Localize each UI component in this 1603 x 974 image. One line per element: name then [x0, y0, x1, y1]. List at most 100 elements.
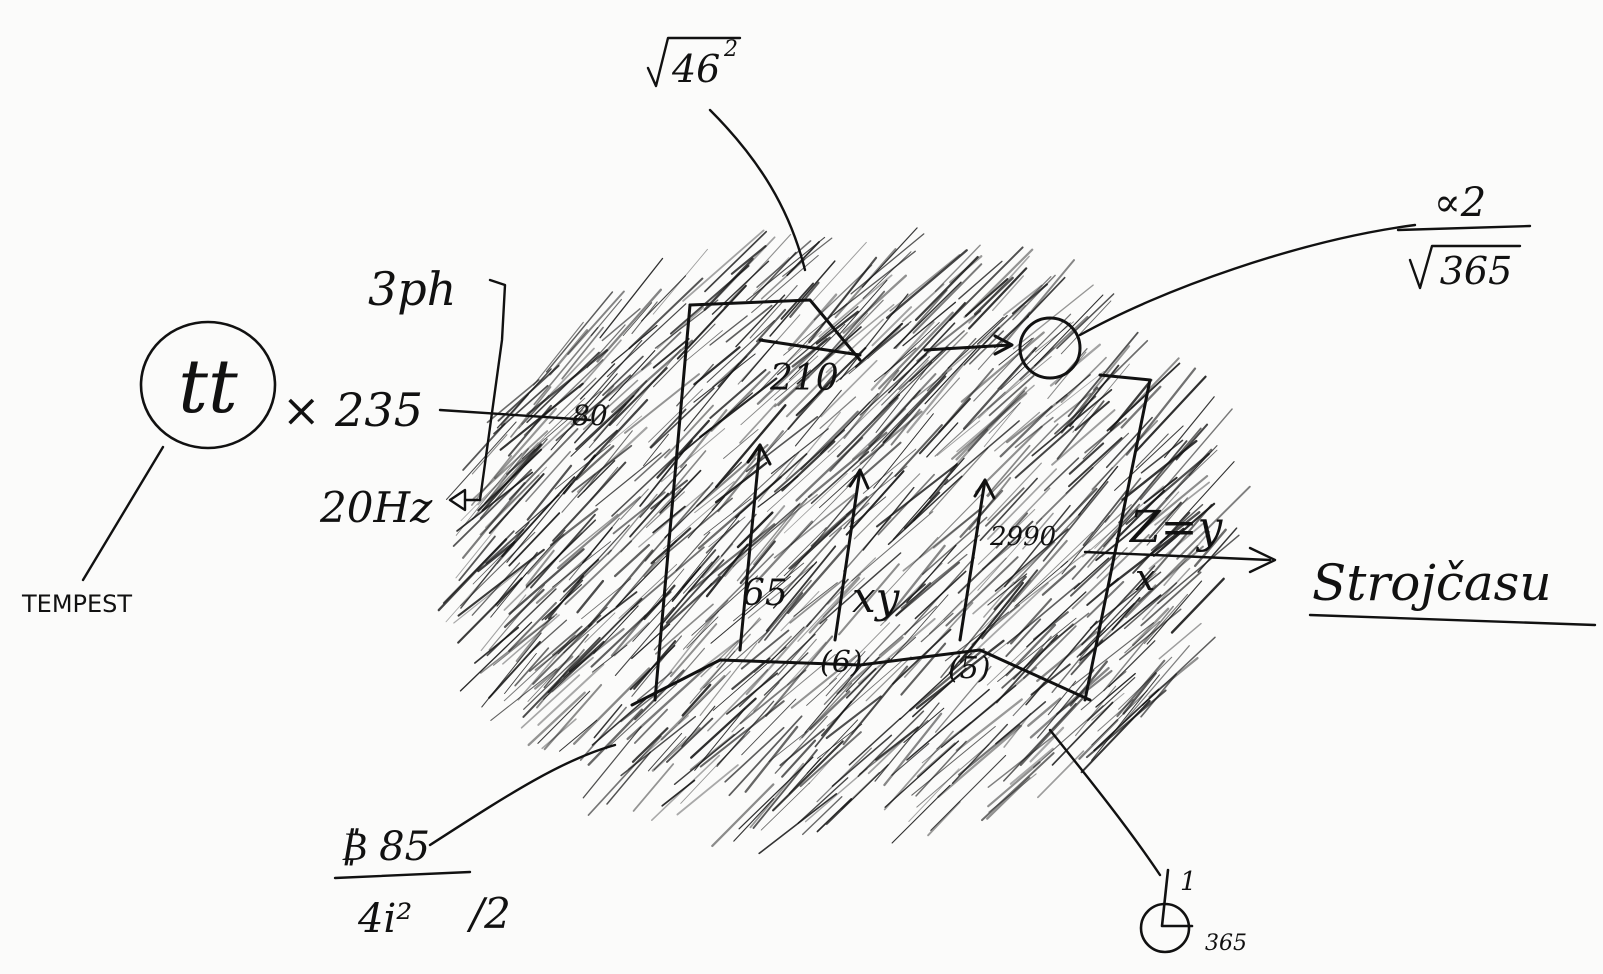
hatch-stroke — [949, 246, 1024, 321]
hatch-stroke — [894, 424, 943, 477]
hatch-stroke — [1069, 467, 1113, 518]
hatch-stroke — [981, 569, 1039, 640]
leader-top — [708, 108, 807, 272]
hatch-stroke — [926, 422, 959, 458]
hatch-stroke — [1091, 690, 1148, 746]
hatch-stroke — [1011, 487, 1051, 528]
hatch-stroke — [906, 688, 990, 761]
hatch-stroke — [785, 369, 833, 418]
hatch-stroke — [543, 683, 603, 751]
underline-caption — [1308, 613, 1597, 627]
hatch-stroke — [890, 408, 921, 446]
hatch-stroke — [770, 428, 829, 475]
hatch-stroke — [602, 355, 644, 396]
hatch-stroke — [983, 276, 1052, 345]
hatch-stroke — [801, 682, 853, 739]
hatch-stroke — [1013, 531, 1093, 608]
hatch-stroke — [730, 245, 767, 275]
equation-label: Z=y — [1128, 502, 1223, 553]
hatch-stroke — [745, 494, 818, 552]
hatch-stroke — [1012, 274, 1056, 321]
hatch-stroke — [705, 553, 774, 623]
hatch-stroke — [1123, 582, 1178, 630]
hatch-stroke — [884, 544, 946, 622]
hatch-stroke — [793, 582, 838, 617]
hatch-stroke — [1125, 545, 1199, 619]
hatch-stroke — [822, 266, 870, 326]
hatch-stroke — [549, 329, 589, 376]
hatch-stroke — [510, 386, 552, 438]
hatch-stroke — [520, 674, 581, 729]
hatch-stroke — [629, 644, 676, 691]
hatch-stroke — [694, 708, 746, 771]
hatch-stroke — [737, 314, 801, 385]
hatch-stroke — [772, 740, 844, 812]
hatch-stroke — [711, 783, 775, 848]
hatch-stroke — [977, 347, 1055, 419]
hatch-stroke — [1000, 322, 1071, 390]
hatch-stroke — [1163, 530, 1211, 586]
hatch-stroke — [595, 452, 662, 507]
hatch-stroke — [1122, 645, 1190, 724]
hatch-stroke — [587, 549, 654, 628]
hatch-stroke — [515, 494, 560, 534]
top-exponent: 2 — [723, 37, 738, 62]
hatch-stroke — [924, 344, 980, 405]
hatch-stroke — [457, 577, 523, 644]
hatch-stroke — [937, 724, 1023, 798]
leader-top-right — [1078, 223, 1417, 337]
hatch-stroke — [1146, 580, 1203, 645]
hatch-stroke — [957, 520, 1034, 594]
hatch-stroke — [915, 639, 1005, 710]
hatch-stroke — [445, 421, 517, 501]
hatch-stroke — [1159, 511, 1201, 544]
hatch-stroke — [490, 668, 557, 721]
triangle-marker — [448, 488, 467, 512]
hatch-stroke — [606, 751, 652, 805]
hatch-stroke — [480, 613, 558, 674]
hatch-stroke — [1065, 432, 1130, 494]
hatch-stroke — [799, 731, 862, 788]
hatch-stroke — [988, 402, 1021, 434]
hatch-stroke — [995, 512, 1029, 549]
hatch-stroke — [785, 411, 841, 480]
hatch-stroke — [1111, 596, 1141, 631]
hatch-stroke — [686, 616, 719, 649]
hatch-stroke — [914, 570, 967, 620]
hatch-stroke — [987, 761, 1041, 808]
hatch-stroke — [1139, 427, 1202, 501]
hatch-stroke — [987, 573, 1028, 606]
hatch-stroke — [736, 511, 774, 549]
hatch-stroke — [548, 377, 597, 425]
phase-label: 3ph — [368, 262, 456, 316]
hatch-stroke — [900, 642, 947, 696]
hatch-stroke — [756, 240, 812, 288]
hatch-stroke — [776, 306, 859, 376]
hatch-stroke — [1009, 549, 1091, 613]
hatch-stroke — [659, 469, 702, 514]
hatch-stroke — [747, 564, 814, 619]
hatch-stroke — [1086, 577, 1120, 606]
hatch-stroke — [627, 715, 689, 770]
bottom-left-divisor: /2 — [466, 889, 511, 938]
hatch-stroke — [862, 448, 917, 494]
hatch-stroke — [554, 444, 611, 490]
hatch-stroke — [757, 451, 800, 502]
hatch-stroke — [1092, 345, 1131, 391]
hatch-stroke — [528, 625, 583, 672]
hatch-stroke — [985, 487, 1025, 527]
hatch-stroke — [458, 535, 496, 582]
hatch-stroke — [1054, 395, 1097, 435]
hatch-stroke — [514, 647, 550, 687]
hatch-stroke — [986, 444, 1031, 497]
hatch-stroke — [920, 612, 954, 643]
hatch-stroke — [496, 529, 566, 607]
hatch-stroke — [1124, 620, 1160, 654]
hatch-stroke — [689, 733, 735, 771]
hatch-stroke — [671, 514, 740, 600]
hatch-stroke — [1037, 750, 1085, 799]
hatch-stroke — [544, 579, 584, 621]
hatch-stroke — [826, 303, 895, 361]
hatch-stroke — [1060, 504, 1132, 568]
hatch-stroke — [936, 420, 981, 456]
